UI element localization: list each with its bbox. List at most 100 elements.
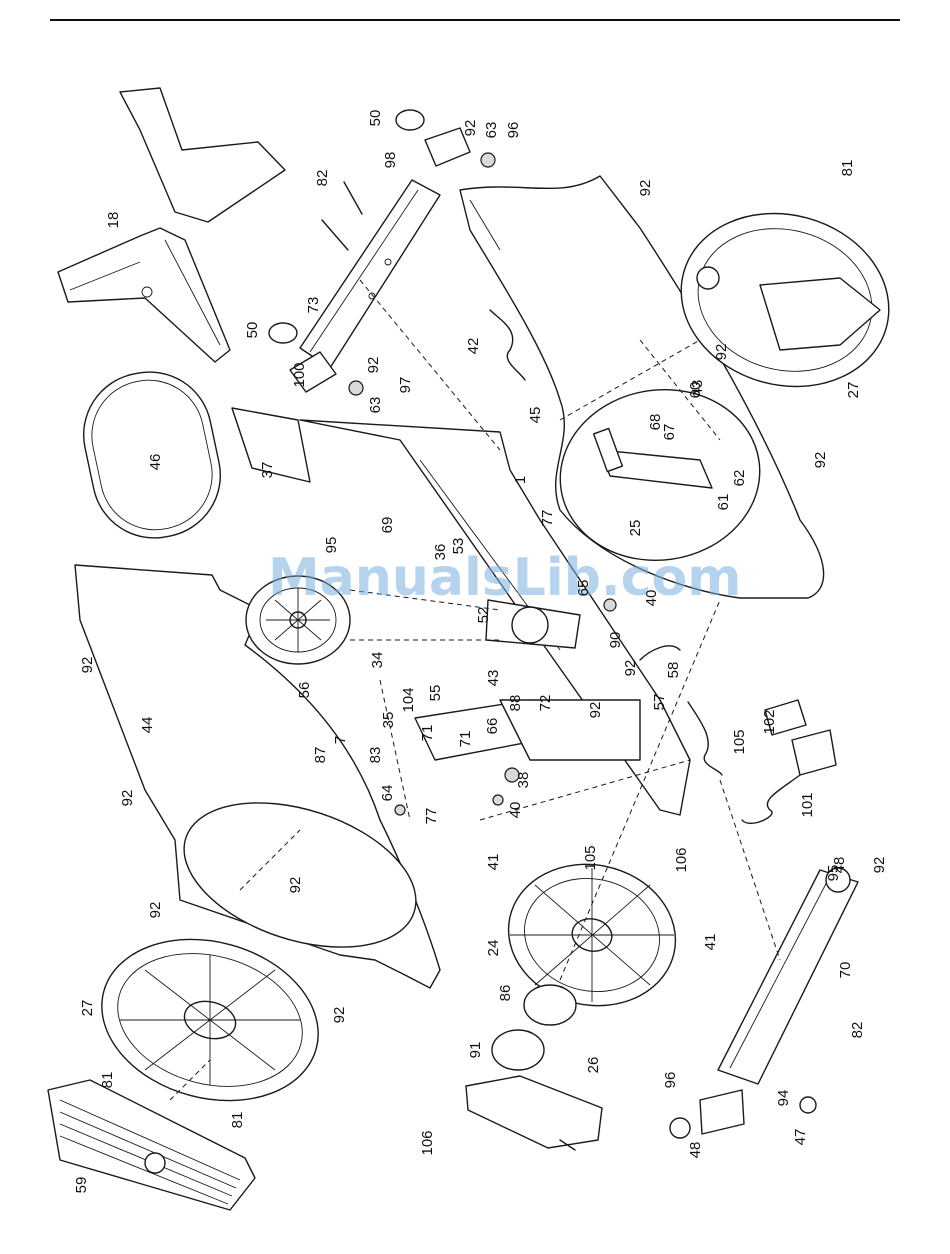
pulley-wheel — [512, 607, 548, 643]
part-number-label: 57 — [651, 694, 668, 711]
foot-47 — [800, 1097, 816, 1113]
part-number-label: 26 — [585, 1057, 602, 1074]
part-number-label: 63 — [483, 122, 500, 139]
part-number-label: 25 — [627, 520, 644, 537]
part-number-label: 36 — [432, 544, 449, 561]
part-number-label: 56 — [296, 682, 313, 699]
part-number-label: 92 — [871, 857, 888, 874]
part-number-label: 95 — [825, 865, 842, 882]
part-number-label: 47 — [792, 1129, 809, 1146]
part-number-label: 101 — [799, 792, 816, 817]
nut-63-left — [349, 381, 363, 395]
part-number-label: 71 — [457, 731, 474, 748]
part-number-label: 40 — [643, 590, 660, 607]
part-number-label: 52 — [475, 607, 492, 624]
part-number-label: 105 — [731, 729, 748, 754]
bolt-82-top — [322, 182, 362, 250]
wire-58 — [640, 646, 680, 660]
part-number-label: 104 — [400, 687, 417, 712]
part-number-label: 86 — [497, 985, 514, 1002]
part-number-label: 92 — [587, 702, 604, 719]
part-number-label: 92 — [79, 657, 96, 674]
part-number-label: 92 — [713, 344, 730, 361]
part-number-label: 92 — [637, 180, 654, 197]
part-number-label: 82 — [314, 170, 331, 187]
part-number-label: 92 — [119, 790, 136, 807]
part-number-label: 37 — [259, 462, 276, 479]
part-number-label: 66 — [484, 718, 501, 735]
flywheel-24 — [495, 849, 688, 1021]
part-number-label: 92 — [622, 660, 639, 677]
part-number-label: 96 — [505, 122, 522, 139]
part-number-label: 91 — [467, 1042, 484, 1059]
part-number-label: 95 — [323, 537, 340, 554]
part-number-label: 83 — [367, 747, 384, 764]
part-number-label: 53 — [450, 538, 467, 555]
part-number-label: 70 — [837, 962, 854, 979]
part-number-label: 48 — [687, 1142, 704, 1159]
part-number-label: 62 — [731, 470, 748, 487]
part-number-label: 50 — [367, 110, 384, 127]
part-number-label: 69 — [379, 517, 396, 534]
part-number-label: 92 — [462, 120, 479, 137]
part-number-label: 60 — [687, 382, 704, 399]
part-number-label: 92 — [331, 1007, 348, 1024]
part-number-label: 1 — [512, 476, 529, 484]
part-number-label: 44 — [139, 717, 156, 734]
part-number-label: 68 — [647, 414, 664, 431]
knob-95 — [670, 1118, 690, 1138]
part-number-label: 61 — [715, 494, 732, 511]
part-number-label: 77 — [539, 510, 556, 527]
wheel-50-left — [269, 323, 297, 343]
part-number-label: 41 — [702, 934, 719, 951]
part-number-label: 92 — [287, 877, 304, 894]
part-number-label: 24 — [485, 940, 502, 957]
part-number-label: 27 — [845, 382, 862, 399]
flange-91 — [492, 1030, 544, 1070]
stabilizer-part — [58, 88, 285, 362]
power-supply-100 — [742, 730, 836, 823]
part-number-label: 63 — [367, 397, 384, 414]
cord-104 — [688, 702, 722, 775]
part-number-label: 87 — [312, 747, 329, 764]
part-number-label: 98 — [382, 152, 399, 169]
nut-77 — [395, 805, 405, 815]
part-number-label: 73 — [305, 297, 322, 314]
part-number-label: 58 — [665, 662, 682, 679]
part-number-label: 96 — [662, 1072, 679, 1089]
part-number-label: 92 — [365, 357, 382, 374]
flange-86 — [524, 985, 576, 1025]
part-number-label: 34 — [369, 652, 386, 669]
part-number-label: 94 — [775, 1090, 792, 1107]
part-number-label: 92 — [812, 452, 829, 469]
part-number-label: 38 — [515, 772, 532, 789]
part-number-label: 35 — [380, 712, 397, 729]
part-number-label: 106 — [419, 1130, 436, 1155]
part-number-label: 18 — [105, 212, 122, 229]
part-number-label: 81 — [99, 1072, 116, 1089]
part-number-label: 106 — [673, 847, 690, 872]
part-number-label: 82 — [849, 1022, 866, 1039]
part-number-label: 90 — [607, 632, 624, 649]
part-number-label: 50 — [244, 322, 261, 339]
part-number-label: 100 — [291, 362, 308, 387]
part-number-label: 97 — [397, 377, 414, 394]
part-number-label: 40 — [507, 802, 524, 819]
part-number-label: 59 — [73, 1177, 90, 1194]
part-number-label: 102 — [761, 709, 778, 734]
wire-42 — [490, 310, 525, 380]
part-number-label: 88 — [507, 695, 524, 712]
part-number-label: 41 — [485, 854, 502, 871]
watermark: ManualsLib.com — [268, 548, 741, 608]
part-number-label: 43 — [485, 670, 502, 687]
part-number-label: 105 — [582, 845, 599, 870]
part-number-label: 81 — [229, 1112, 246, 1129]
part-number-label: 7 — [332, 736, 349, 744]
part-number-label: 65 — [575, 580, 592, 597]
part-number-label: 81 — [839, 160, 856, 177]
part-number-label: 55 — [427, 685, 444, 702]
part-number-label: 46 — [147, 454, 164, 471]
part-number-label: 42 — [465, 338, 482, 355]
front-crossbar-part — [290, 128, 470, 392]
